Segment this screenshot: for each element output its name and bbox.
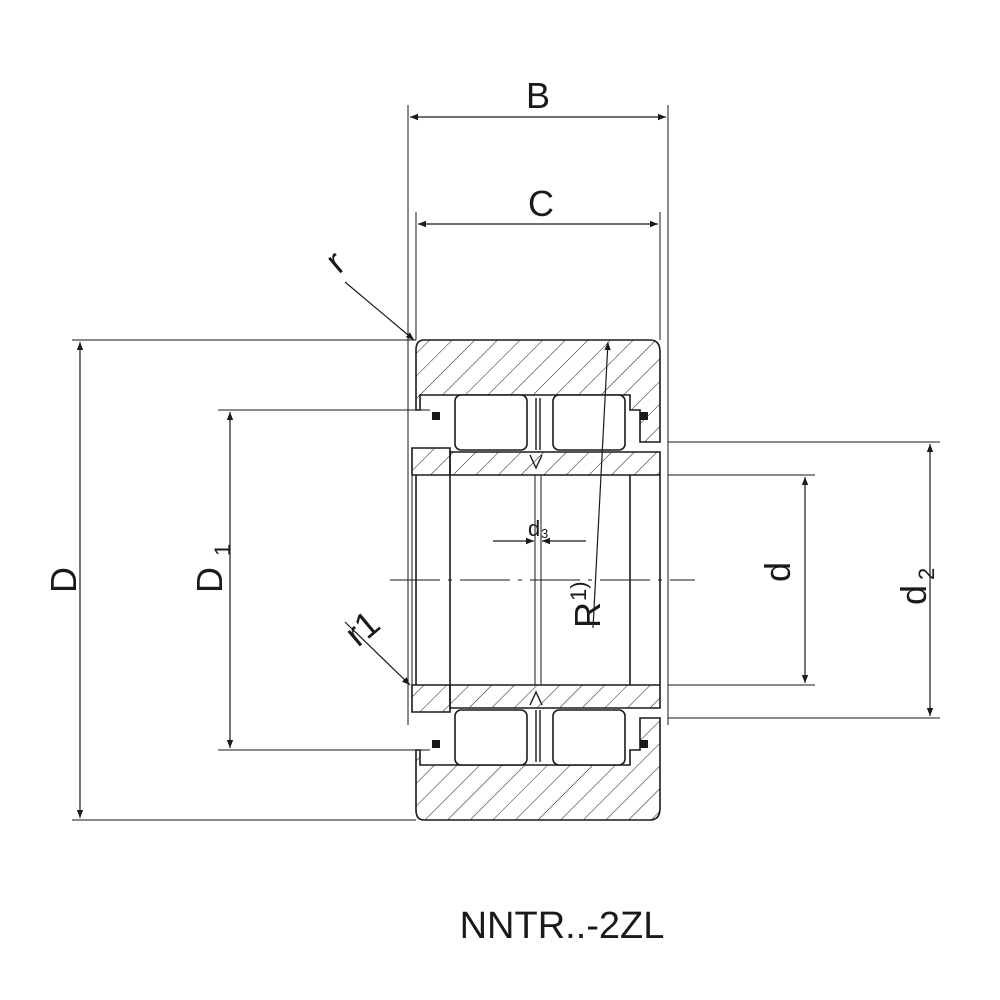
label-d3: d 3 [528, 516, 548, 541]
label-R: R 1) [566, 581, 608, 628]
rollers [454, 394, 626, 766]
outer-ring-bottom [415, 717, 661, 821]
roller-top-right [552, 394, 626, 451]
label-C: C [528, 183, 554, 224]
roller-top-left [454, 394, 528, 451]
svg-text:1: 1 [210, 544, 235, 556]
label-d: d [757, 562, 798, 582]
dimension-R-leader [592, 341, 611, 629]
inner-ring-top [411, 447, 451, 476]
svg-text:R: R [567, 602, 608, 628]
label-D: D [43, 567, 84, 593]
roller-bottom-left [454, 709, 528, 766]
inner-ring-bottom [411, 684, 451, 713]
svg-text:1): 1) [566, 581, 591, 601]
dimension-lines [76, 113, 934, 818]
roller-bottom-right [552, 709, 626, 766]
model-caption: NNTR..-2ZL [460, 905, 665, 947]
inner-ring-top-mid [449, 451, 661, 476]
label-r1: r1 [337, 602, 388, 654]
svg-text:D: D [189, 567, 230, 593]
inner-ring-bottom-mid [449, 684, 661, 709]
svg-text:d: d [528, 516, 540, 541]
seal-details [432, 412, 648, 748]
outer-ring-top [415, 339, 661, 443]
svg-text:d: d [893, 585, 934, 605]
label-r: r [317, 242, 353, 281]
svg-text:2: 2 [914, 568, 939, 580]
bearing-section [411, 339, 661, 821]
dimension-r-leader [344, 281, 415, 341]
label-D1: D 1 [189, 544, 235, 593]
label-d2: d 2 [893, 568, 939, 605]
extension-lines [72, 105, 940, 821]
svg-text:3: 3 [541, 526, 548, 541]
dimension-r1-leader [344, 621, 411, 686]
label-B: B [526, 75, 550, 116]
rib-notches [529, 398, 543, 762]
